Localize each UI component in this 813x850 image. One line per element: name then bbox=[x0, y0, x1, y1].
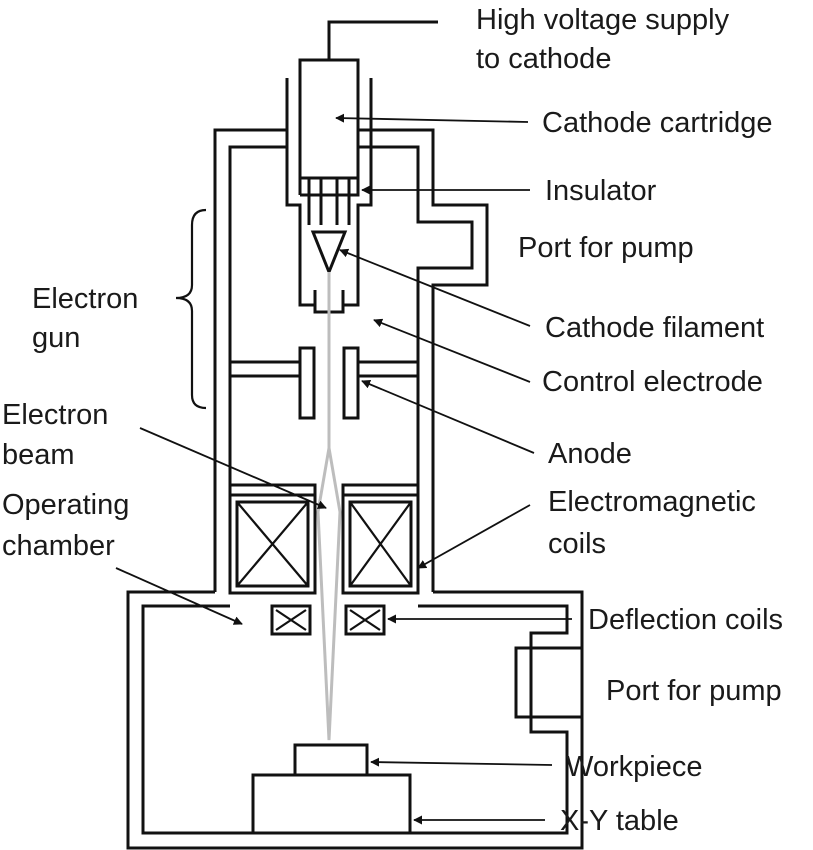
leader-lines bbox=[115, 113, 572, 825]
anode-right bbox=[342, 346, 360, 420]
column-outer-wall bbox=[213, 128, 489, 592]
insulator-inner bbox=[298, 178, 360, 197]
deflection-coil-left-cross bbox=[275, 609, 307, 631]
electromagnetic-coils bbox=[228, 483, 420, 595]
leader-anode bbox=[361, 379, 535, 454]
leader-electromagnetic-coils bbox=[417, 504, 531, 569]
label-electron-gun-line2: gun bbox=[32, 322, 80, 354]
label-electromagnetic-coils-line2: coils bbox=[548, 528, 606, 560]
leader-cathode-filament bbox=[339, 248, 531, 327]
anode-left bbox=[298, 346, 316, 420]
em-coil-right-cross bbox=[349, 501, 412, 587]
em-coil-left-cross bbox=[236, 501, 309, 587]
column-inner-wall bbox=[228, 145, 474, 592]
label-electron-gun-line1: Electron bbox=[32, 283, 138, 315]
label-insulator: Insulator bbox=[545, 175, 657, 207]
label-electron-beam-line1: Electron bbox=[2, 399, 108, 431]
coil-holder-left bbox=[230, 483, 317, 495]
electrodes bbox=[298, 290, 360, 420]
cathode-filament-tip bbox=[310, 230, 348, 277]
label-workpiece: Workpiece bbox=[566, 751, 702, 783]
control-electrode-right bbox=[330, 290, 345, 314]
electron-gun-brace bbox=[175, 208, 207, 410]
leader-control-electrode bbox=[373, 318, 531, 383]
label-hv-supply-line2: to cathode bbox=[476, 43, 611, 75]
electron-beam bbox=[316, 272, 342, 741]
label-control-electrode: Control electrode bbox=[542, 366, 763, 398]
insulator-stem-right bbox=[335, 178, 351, 225]
hv-lead-wire bbox=[327, 20, 438, 60]
leader-workpiece bbox=[370, 757, 553, 767]
coil-holder-right bbox=[341, 483, 418, 495]
chamber-outer-wall bbox=[126, 590, 584, 850]
label-port-for-pump-bottom: Port for pump bbox=[606, 675, 782, 707]
insulator-stem-left bbox=[307, 178, 323, 225]
label-operating-chamber-line2: chamber bbox=[2, 530, 115, 562]
label-cathode-filament: Cathode filament bbox=[545, 312, 764, 344]
column-housing bbox=[213, 128, 489, 592]
control-electrode-left bbox=[313, 290, 330, 314]
workpiece bbox=[293, 743, 369, 777]
labels: High voltage supply to cathode Cathode c… bbox=[2, 4, 783, 837]
label-electromagnetic-coils-line1: Electromagnetic bbox=[548, 486, 756, 518]
label-operating-chamber-line1: Operating bbox=[2, 489, 129, 521]
leader-electron-beam bbox=[139, 427, 327, 509]
cathode-assembly bbox=[285, 20, 438, 307]
label-anode: Anode bbox=[548, 438, 632, 470]
label-xy-table: X-Y table bbox=[560, 805, 679, 837]
deflection-coil-right-cross bbox=[349, 609, 381, 631]
xy-table bbox=[251, 773, 412, 835]
gun-divider-left bbox=[230, 360, 300, 378]
label-cathode-cartridge: Cathode cartridge bbox=[542, 107, 773, 139]
label-electron-beam-line2: beam bbox=[2, 439, 75, 471]
leader-cathode-cartridge bbox=[335, 113, 529, 123]
label-port-for-pump-top: Port for pump bbox=[518, 232, 694, 264]
leader-operating-chamber bbox=[115, 567, 243, 625]
label-hv-supply-line1: High voltage supply bbox=[476, 4, 730, 36]
gun-divider-right bbox=[358, 360, 418, 378]
deflection-coils bbox=[270, 604, 386, 636]
label-deflection-coils: Deflection coils bbox=[588, 604, 783, 636]
